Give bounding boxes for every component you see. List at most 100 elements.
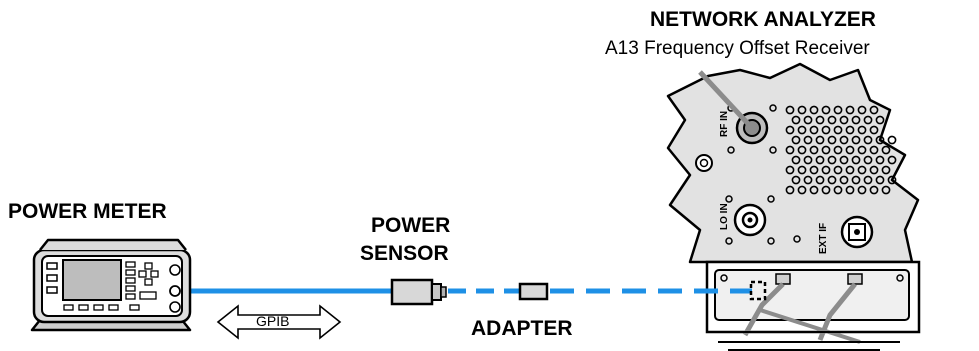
power-sensor-icon (390, 278, 447, 306)
vent-hole (809, 105, 819, 115)
vent-hole (797, 105, 807, 115)
lo-in-connector (725, 195, 775, 245)
vent-hole (797, 125, 807, 135)
vent-hole (785, 185, 795, 195)
vent-hole (821, 185, 831, 195)
vent-hole (851, 135, 861, 145)
vent-hole (785, 145, 795, 155)
vent-hole (797, 165, 807, 175)
vent-hole (803, 115, 813, 125)
vent-hole (839, 155, 849, 165)
vent-hole (797, 185, 807, 195)
vent-hole (809, 185, 819, 195)
vent-hole (821, 105, 831, 115)
vent-hole (827, 175, 837, 185)
vent-hole (875, 115, 885, 125)
vent-hole (869, 105, 879, 115)
analyzer-title: NETWORK ANALYZER (650, 8, 876, 31)
vent-hole (791, 135, 801, 145)
vent-hole (887, 135, 897, 145)
vent-hole (803, 155, 813, 165)
vent-hole (809, 125, 819, 135)
rf-in-connector (698, 70, 777, 154)
vent-hole (863, 155, 873, 165)
power-meter-icon (30, 238, 192, 332)
vent-hole (845, 125, 855, 135)
analyzer-input-connector (749, 280, 767, 301)
vent-hole (857, 125, 867, 135)
vent-hole (833, 125, 843, 135)
vent-hole (875, 135, 885, 145)
vent-hole (863, 135, 873, 145)
vent-hole (785, 125, 795, 135)
vent-hole (887, 175, 897, 185)
vent-hole (881, 145, 891, 155)
vent-hole (881, 185, 891, 195)
vent-grid (785, 105, 897, 195)
power-meter-label: POWER METER (8, 200, 167, 223)
vent-hole (785, 165, 795, 175)
port-label-ext-if: EXT IF (818, 223, 829, 254)
vent-hole (827, 155, 837, 165)
vent-hole (857, 165, 867, 175)
vent-hole (791, 155, 801, 165)
vent-hole (821, 145, 831, 155)
gpib-double-arrow-icon (216, 304, 342, 340)
adapter-icon (518, 282, 549, 301)
vent-hole (857, 105, 867, 115)
analyzer-subtitle: A13 Frequency Offset Receiver (605, 38, 870, 59)
vent-hole (887, 155, 897, 165)
vent-hole (845, 105, 855, 115)
vent-hole (815, 155, 825, 165)
vent-hole (863, 175, 873, 185)
vent-hole (833, 185, 843, 195)
port-label-rf-in: RF IN (719, 111, 730, 137)
vent-hole (833, 145, 843, 155)
port-label-lo-in: LO IN (719, 203, 730, 230)
vent-hole (791, 115, 801, 125)
vent-hole (815, 175, 825, 185)
vent-hole (803, 175, 813, 185)
ext-if-connector (840, 215, 874, 249)
gpib-label: GPIB (256, 313, 290, 329)
vent-hole (839, 135, 849, 145)
vent-hole (845, 145, 855, 155)
vent-hole (797, 145, 807, 155)
power-sensor-label-line2: SENSOR (360, 242, 449, 265)
network-analyzer-panel-icon: RF IN LO IN EXT IF (666, 62, 921, 351)
vent-hole (815, 135, 825, 145)
power-sensor-label-line1: POWER (371, 214, 451, 237)
vent-hole (851, 155, 861, 165)
vent-hole (809, 145, 819, 155)
vent-hole (869, 125, 879, 135)
vent-hole (863, 115, 873, 125)
vent-hole (821, 125, 831, 135)
vent-hole (827, 135, 837, 145)
vent-hole (821, 165, 831, 175)
vent-hole (881, 165, 891, 175)
vent-hole (839, 115, 849, 125)
vent-hole (845, 185, 855, 195)
vent-hole (875, 175, 885, 185)
vent-hole (839, 175, 849, 185)
vent-hole (869, 185, 879, 195)
vent-hole (851, 115, 861, 125)
vent-hole (827, 115, 837, 125)
vent-hole (833, 105, 843, 115)
vent-hole (791, 175, 801, 185)
ground-post (695, 154, 713, 172)
vent-hole (815, 115, 825, 125)
vent-hole (809, 165, 819, 175)
analyzer-board (705, 260, 921, 351)
vent-hole (857, 145, 867, 155)
vent-hole (803, 135, 813, 145)
vent-hole (869, 165, 879, 175)
vent-hole (845, 165, 855, 175)
vent-hole (875, 155, 885, 165)
vent-hole (869, 145, 879, 155)
vent-hole (833, 165, 843, 175)
vent-hole (851, 175, 861, 185)
power-meter-sensor-port (169, 285, 181, 297)
adapter-label: ADAPTER (471, 317, 573, 340)
